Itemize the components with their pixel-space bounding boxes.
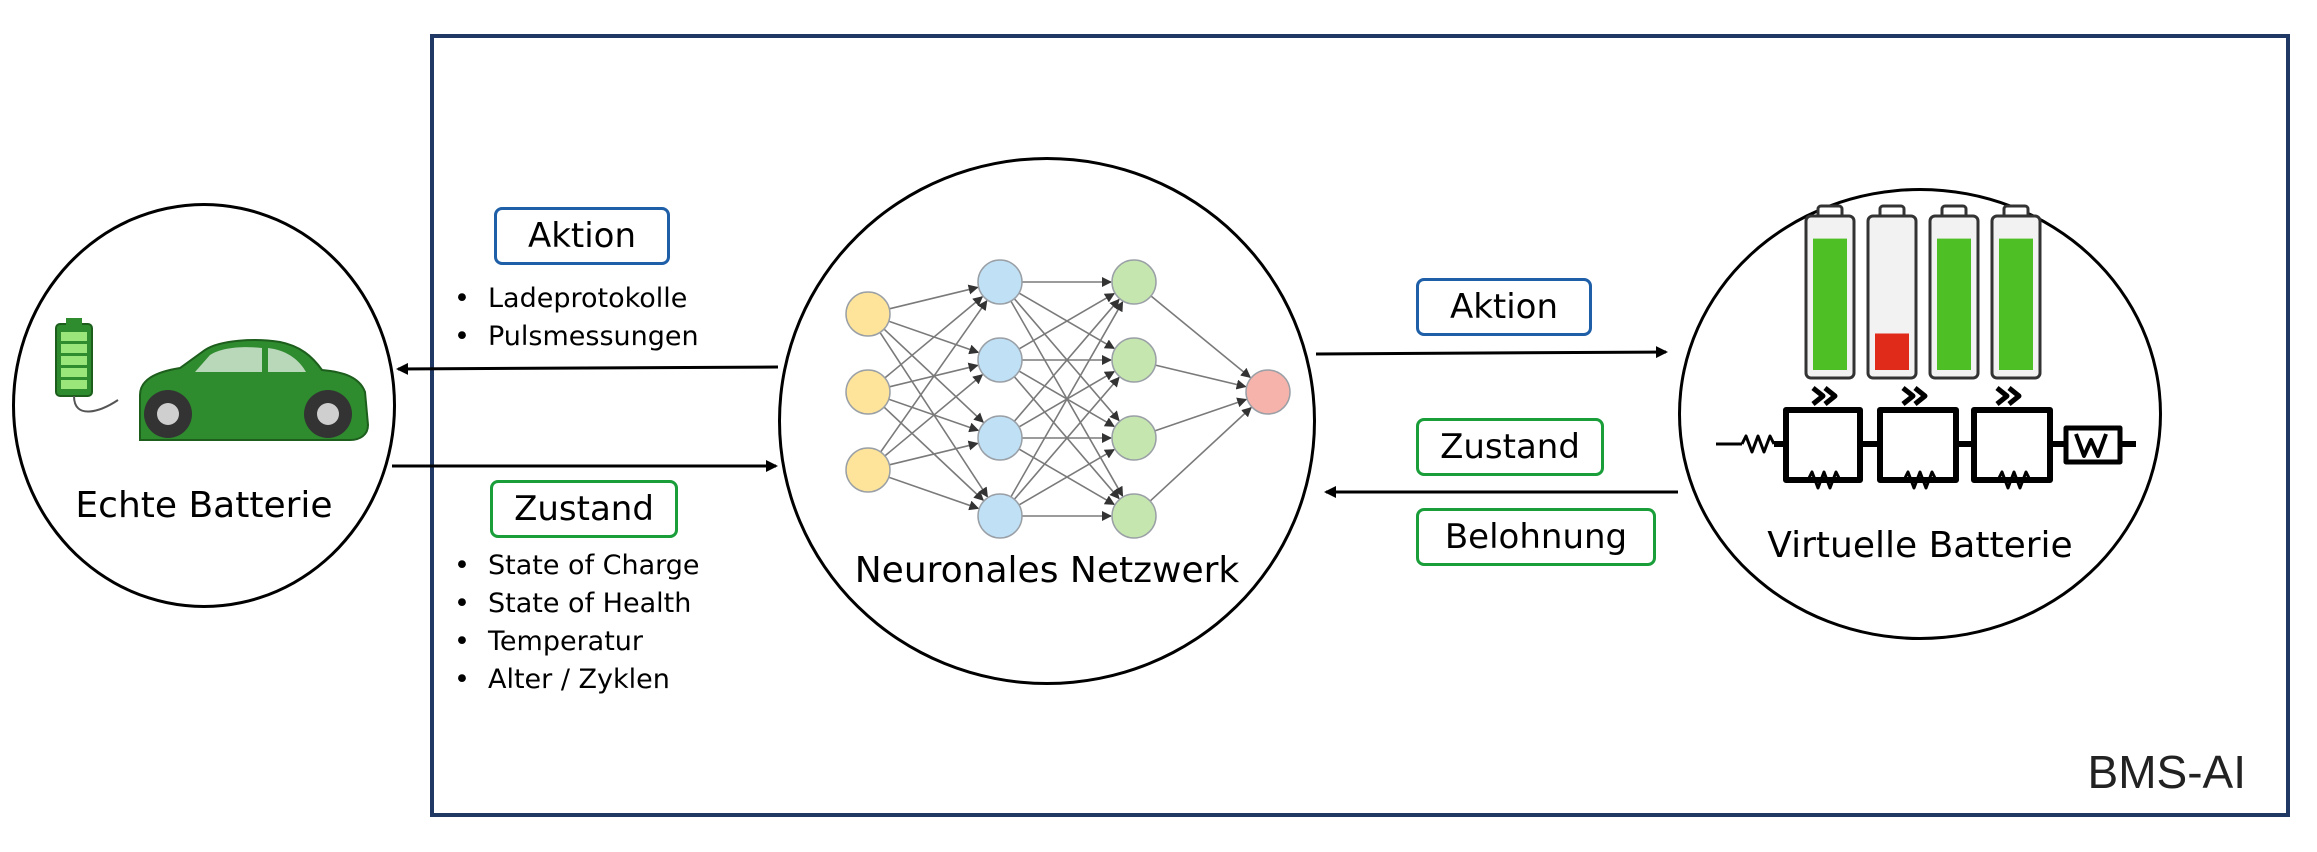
nn-edge (889, 440, 979, 466)
bms-ai-label: BMS-AI (2087, 746, 2246, 798)
battery-fill (1875, 333, 1909, 370)
nn-edge (1013, 298, 1120, 422)
left-state-pill: Zustand (490, 480, 678, 538)
nn-node (1245, 369, 1291, 415)
nn-edge (884, 296, 984, 379)
nn-edge (1013, 376, 1120, 500)
neural-network-graph (845, 259, 1291, 539)
battery-bank (1804, 204, 2042, 380)
equivalent-circuit (1716, 386, 2136, 490)
nn-edge (1149, 406, 1252, 502)
electric-car-icon (55, 318, 370, 441)
nn-node (1111, 337, 1157, 383)
nn-node (1111, 493, 1157, 539)
virtual-battery-label: Virtuelle Batterie (1767, 525, 2073, 566)
nn-node (845, 369, 891, 415)
battery-fill (1937, 238, 1971, 370)
list-item: State of Health (452, 585, 700, 623)
left-action-list: Ladeprotokolle Pulsmessungen (452, 280, 699, 356)
nn-node (845, 447, 891, 493)
nn-edge (1154, 397, 1248, 432)
left-action-pill: Aktion (494, 207, 670, 265)
right-action-pill: Aktion (1416, 278, 1592, 336)
list-item: Ladeprotokolle (452, 280, 699, 318)
battery-fill (1813, 238, 1847, 370)
nn-edge (884, 374, 984, 457)
nn-edge (879, 300, 988, 453)
nn-node (1111, 259, 1157, 305)
nn-edge (888, 476, 980, 511)
nn-edge (1018, 292, 1115, 350)
battery-fill (1999, 238, 2033, 370)
list-item: State of Charge (452, 547, 700, 585)
arrow-nn-to-real-battery (396, 362, 779, 375)
nn-edge (1010, 301, 1124, 498)
list-item: Temperatur (452, 623, 700, 661)
bms-ai-frame: BMS-AI (430, 34, 2290, 817)
nn-node (977, 493, 1023, 539)
nn-edge (1150, 295, 1251, 379)
nn-edge (1155, 364, 1247, 390)
nn-node (845, 291, 891, 337)
real-battery-label: Echte Batterie (75, 485, 333, 526)
list-item: Pulsmessungen (452, 318, 699, 356)
nn-edge (1018, 448, 1115, 506)
neural-network-label: Neuronales Netzwerk (854, 550, 1240, 591)
arrow-nn-to-virtual-battery (1315, 346, 1668, 359)
right-reward-pill: Belohnung (1416, 508, 1656, 566)
right-state-pill: Zustand (1416, 418, 1604, 476)
list-item: Alter / Zyklen (452, 661, 700, 699)
left-state-list: State of Charge State of Health Temperat… (452, 547, 700, 699)
nn-edge (889, 284, 979, 310)
nn-node (1111, 415, 1157, 461)
virtual-battery-circle (1678, 188, 2162, 640)
nn-node (977, 259, 1023, 305)
nn-node (977, 337, 1023, 383)
neural-network-circle (778, 157, 1316, 685)
nn-node (977, 415, 1023, 461)
